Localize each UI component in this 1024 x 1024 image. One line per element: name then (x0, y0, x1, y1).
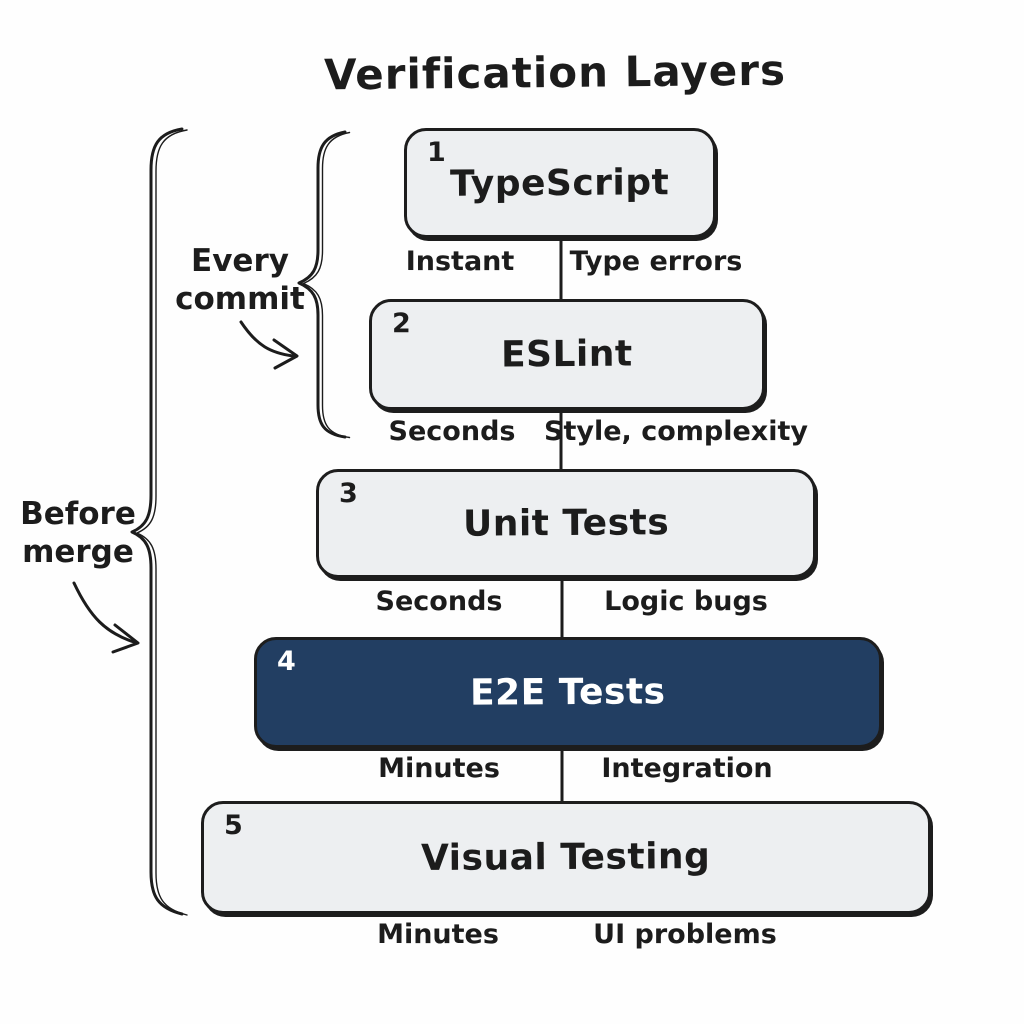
speed-label: Seconds (375, 586, 503, 617)
annotation-line: Every (191, 243, 289, 279)
layer-box-typescript: 1 TypeScript (404, 128, 716, 238)
catches-label: Logic bugs (604, 586, 768, 617)
annotation-line: commit (175, 280, 305, 317)
layer-box-visual-testing: 5 Visual Testing (201, 801, 931, 914)
annotation-line: merge (22, 533, 134, 570)
catches-label: UI problems (593, 919, 777, 950)
outer-brace-echo (136, 129, 188, 916)
speed-label: Minutes (378, 753, 500, 784)
every-commit-arrow (239, 320, 299, 370)
annotation-every-commit: Every commit (175, 243, 305, 319)
catches-label: Style, complexity (544, 416, 808, 447)
layer-number: 3 (339, 478, 358, 509)
layer-title: E2E Tests (470, 671, 666, 714)
layer-title: ESLint (501, 333, 633, 376)
layer-number: 4 (277, 646, 296, 677)
layer-title: Unit Tests (462, 502, 670, 545)
annotation-line: Before (20, 496, 136, 532)
inner-brace-echo (302, 131, 351, 439)
speed-label: Minutes (377, 919, 499, 950)
layer-box-unit-tests: 3 Unit Tests (316, 469, 816, 578)
layer-box-eslint: 2 ESLint (369, 299, 765, 410)
layer-number: 1 (427, 137, 446, 168)
speed-label: Instant (405, 246, 515, 277)
layer-box-e2e-tests: 4 E2E Tests (254, 637, 882, 748)
inner-brace (297, 130, 347, 439)
layer-title: Visual Testing (421, 835, 711, 880)
annotation-before-merge: Before merge (20, 496, 136, 572)
catches-label: Type errors (569, 246, 743, 277)
catches-label: Integration (601, 753, 773, 784)
layer-number: 5 (224, 810, 243, 841)
page-title: Verification Layers (323, 45, 787, 100)
speed-label: Seconds (388, 416, 516, 447)
outer-brace (130, 127, 184, 916)
layer-title: TypeScript (450, 161, 670, 205)
before-merge-arrow (72, 581, 140, 654)
layer-number: 2 (392, 308, 411, 339)
